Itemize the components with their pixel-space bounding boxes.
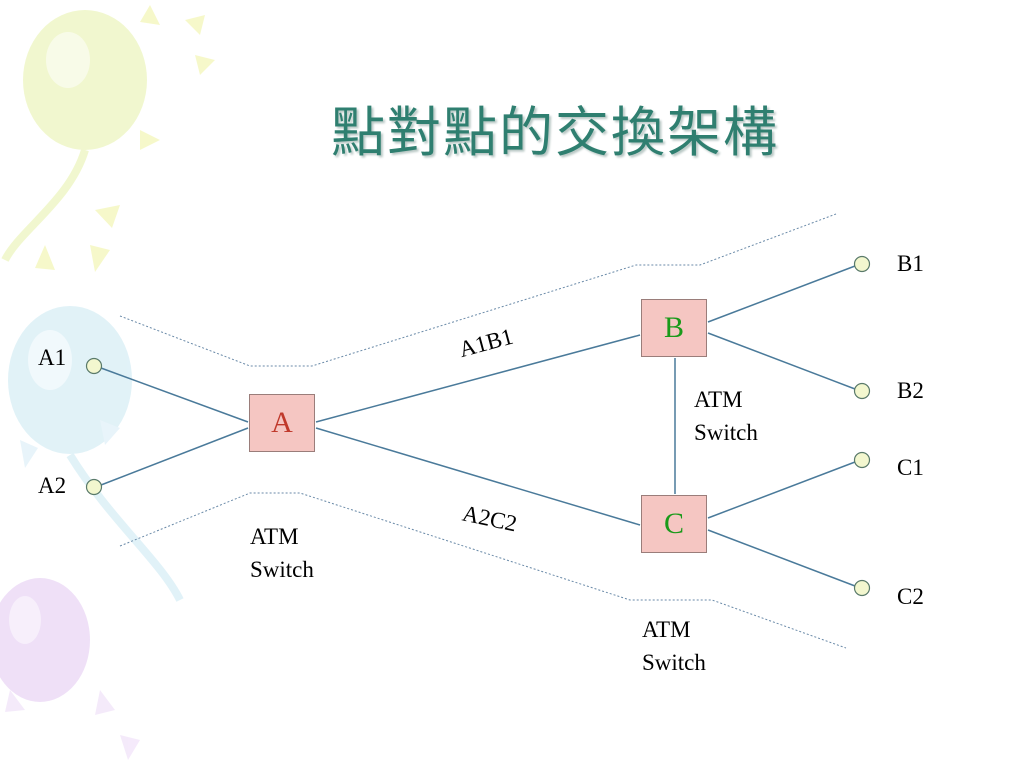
link-a1-a bbox=[100, 367, 249, 423]
link-b-b2 bbox=[707, 332, 856, 390]
atm-switch-label-left: ATM Switch bbox=[250, 520, 314, 586]
atm-switch-label-right: ATM Switch bbox=[694, 383, 758, 449]
endpoint-b2 bbox=[853, 382, 871, 400]
atm-switch-label-bottom-line2: Switch bbox=[642, 650, 706, 675]
switch-node-b: B bbox=[641, 299, 707, 357]
atm-switch-label-left-line2: Switch bbox=[250, 557, 314, 582]
endpoint-c2 bbox=[853, 579, 871, 597]
endpoint-label-c2: C2 bbox=[897, 584, 924, 609]
atm-switch-label-right-line1: ATM bbox=[694, 387, 743, 412]
atm-boundary-lower bbox=[119, 492, 847, 649]
endpoint-label-a1: A1 bbox=[38, 345, 67, 370]
link-c-c1 bbox=[707, 461, 856, 519]
endpoint-a1 bbox=[85, 357, 103, 375]
endpoint-label-a2: A2 bbox=[38, 473, 67, 498]
atm-switch-label-bottom-line1: ATM bbox=[642, 617, 691, 642]
atm-boundary-upper bbox=[119, 213, 837, 367]
link-c-c2 bbox=[707, 529, 856, 587]
endpoint-label-c1: C1 bbox=[897, 455, 924, 480]
page-title: 點對點的交換架構 bbox=[331, 101, 779, 164]
link-b-b1 bbox=[707, 265, 856, 323]
switch-node-a: A bbox=[249, 394, 315, 452]
switch-node-a-label: A bbox=[271, 406, 293, 439]
atm-switch-label-left-line1: ATM bbox=[250, 524, 299, 549]
link-a-b bbox=[315, 334, 641, 423]
switch-node-c: C bbox=[641, 495, 707, 553]
link-a2-a bbox=[100, 427, 249, 486]
atm-switch-label-bottom: ATM Switch bbox=[642, 613, 706, 679]
endpoint-b1 bbox=[853, 255, 871, 273]
endpoint-label-b1: B1 bbox=[897, 251, 924, 276]
switch-node-c-label: C bbox=[663, 507, 684, 540]
atm-switch-label-right-line2: Switch bbox=[694, 420, 758, 445]
endpoint-c1 bbox=[853, 451, 871, 469]
link-a-c bbox=[315, 427, 641, 526]
endpoint-a2 bbox=[85, 478, 103, 496]
switch-node-b-label: B bbox=[663, 311, 684, 344]
endpoint-label-b2: B2 bbox=[897, 378, 924, 403]
